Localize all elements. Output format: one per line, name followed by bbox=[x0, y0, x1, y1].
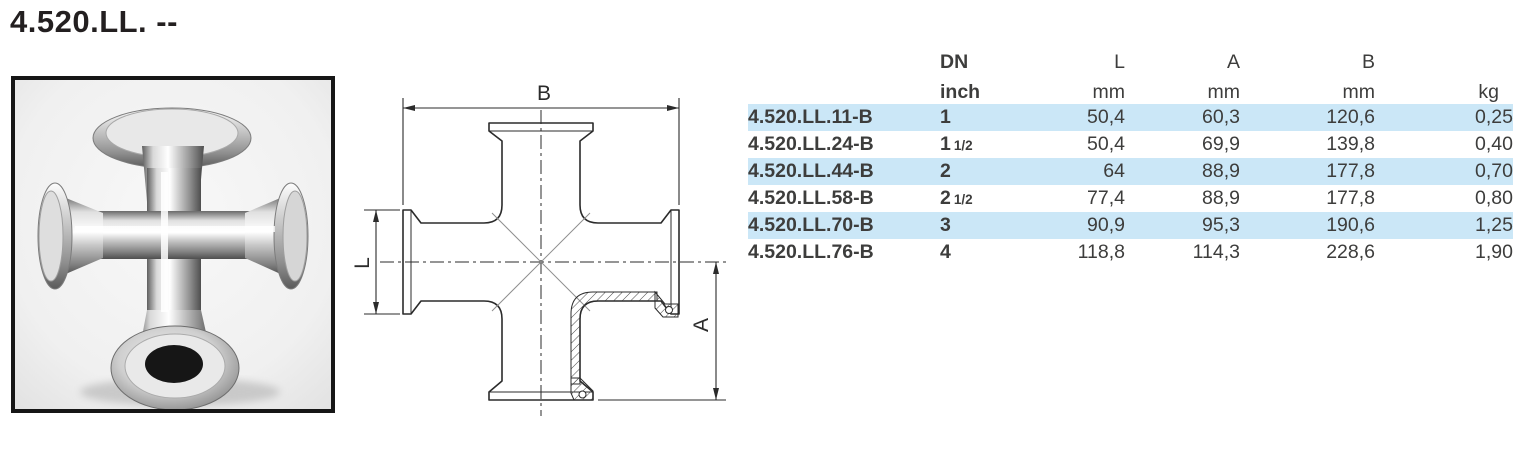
technical-drawing: B L A bbox=[352, 82, 727, 416]
col-unit-inch: inch bbox=[940, 81, 981, 103]
dn-value: 3 bbox=[940, 214, 951, 236]
header-row-labels: DN L A B bbox=[748, 44, 1513, 74]
a-value: 69,9 bbox=[1202, 133, 1240, 155]
b-value: 228,6 bbox=[1326, 241, 1375, 263]
table-row: 4.520.LL.44-B 2 64 88,9 177,8 0,70 bbox=[748, 158, 1513, 185]
table-header: DN L A B inch mm mm mm kg bbox=[748, 44, 1513, 104]
col-header-kg-top bbox=[1375, 44, 1513, 74]
a-value: 88,9 bbox=[1202, 160, 1240, 182]
dim-label-a: A bbox=[690, 318, 713, 332]
table-row: 4.520.LL.11-B 1 50,4 60,3 120,6 0,25 bbox=[748, 104, 1513, 131]
weld-diagonals bbox=[491, 212, 591, 312]
dim-label-l: L bbox=[352, 257, 374, 269]
l-value: 118,8 bbox=[1077, 241, 1125, 263]
l-value: 77,4 bbox=[1087, 187, 1125, 209]
dim-label-b: B bbox=[537, 82, 551, 105]
part-number: 4.520.LL.44-B bbox=[748, 160, 874, 182]
kg-value: 1,90 bbox=[1475, 241, 1513, 263]
b-value: 139,8 bbox=[1326, 133, 1375, 155]
product-photo bbox=[15, 80, 331, 409]
a-value: 114,3 bbox=[1192, 241, 1240, 263]
kg-value: 0,25 bbox=[1475, 106, 1513, 128]
kg-value: 1,25 bbox=[1475, 214, 1513, 236]
l-value: 50,4 bbox=[1087, 106, 1125, 128]
page-title: 4.520.LL. -- bbox=[10, 4, 178, 39]
col-header-b: B bbox=[1361, 51, 1375, 73]
dn-fraction: 1/2 bbox=[953, 138, 973, 153]
l-value: 50,4 bbox=[1087, 133, 1125, 155]
a-value: 88,9 bbox=[1202, 187, 1240, 209]
part-number: 4.520.LL.24-B bbox=[748, 133, 874, 155]
section-hatching bbox=[570, 290, 679, 401]
dn-value: 1 bbox=[940, 106, 951, 128]
col-header-part bbox=[748, 44, 940, 74]
table-body: 4.520.LL.11-B 1 50,4 60,3 120,6 0,25 4.5… bbox=[748, 104, 1513, 266]
b-value: 120,6 bbox=[1326, 106, 1375, 128]
dn-fraction: 1/2 bbox=[953, 192, 973, 207]
dimension-l: L bbox=[352, 209, 400, 315]
part-number: 4.520.LL.11-B bbox=[748, 106, 873, 128]
col-header-a: A bbox=[1226, 51, 1240, 73]
l-value: 64 bbox=[1103, 160, 1125, 182]
col-unit-a-mm: mm bbox=[1207, 81, 1241, 103]
kg-value: 0,70 bbox=[1475, 160, 1513, 182]
dimension-b: B bbox=[402, 82, 680, 205]
col-header-dn: DN bbox=[940, 51, 969, 73]
kg-value: 0,80 bbox=[1475, 187, 1513, 209]
dn-value: 2 bbox=[940, 160, 951, 182]
col-unit-l-mm: mm bbox=[1092, 81, 1126, 103]
col-unit-kg: kg bbox=[1478, 81, 1499, 103]
kg-value: 0,40 bbox=[1475, 133, 1513, 155]
col-unit-b-mm: mm bbox=[1342, 81, 1376, 103]
col-unit-part bbox=[748, 74, 940, 104]
l-value: 90,9 bbox=[1087, 214, 1125, 236]
b-value: 190,6 bbox=[1326, 214, 1375, 236]
dn-value: 4 bbox=[940, 241, 951, 263]
a-value: 95,3 bbox=[1202, 214, 1240, 236]
spec-table: DN L A B inch mm mm mm kg 4.520.LL.11-B … bbox=[748, 44, 1513, 266]
part-number: 4.520.LL.76-B bbox=[748, 241, 874, 263]
table-row: 4.520.LL.76-B 4 118,8 114,3 228,6 1,90 bbox=[748, 239, 1513, 266]
col-header-l: L bbox=[1114, 51, 1125, 73]
b-value: 177,8 bbox=[1326, 160, 1375, 182]
b-value: 177,8 bbox=[1326, 187, 1375, 209]
product-photo-frame bbox=[11, 76, 335, 413]
a-value: 60,3 bbox=[1202, 106, 1240, 128]
part-number: 4.520.LL.58-B bbox=[748, 187, 874, 209]
dimension-a: A bbox=[598, 262, 726, 401]
part-number: 4.520.LL.70-B bbox=[748, 214, 874, 236]
table-row: 4.520.LL.70-B 3 90,9 95,3 190,6 1,25 bbox=[748, 212, 1513, 239]
header-row-units: inch mm mm mm kg bbox=[748, 74, 1513, 104]
